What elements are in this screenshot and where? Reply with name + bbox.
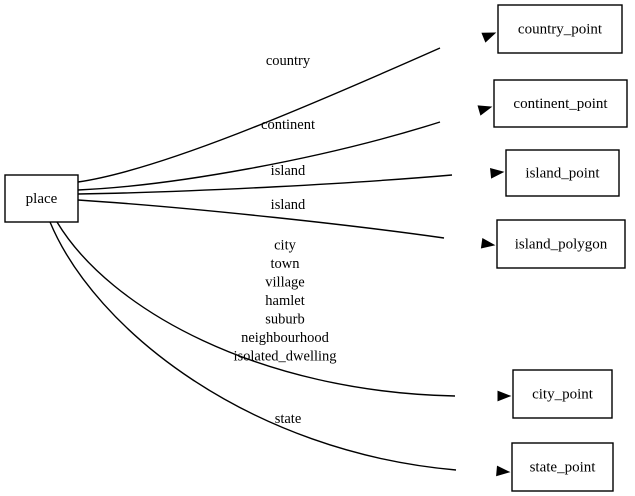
edge-label-line: isolated_dwelling	[233, 349, 336, 365]
edge-label-line: town	[271, 256, 301, 272]
edge-label-line: hamlet	[265, 293, 304, 309]
node-label: continent_point	[513, 96, 608, 112]
edge-label: country	[266, 53, 311, 69]
node-box[interactable]	[493, 79, 628, 128]
edge-place-to-continent_point	[77, 105, 493, 191]
arrow-head-icon	[480, 237, 496, 249]
node-island_point[interactable]: island_point	[505, 149, 620, 197]
node-label: island_polygon	[515, 236, 608, 252]
arrow-head-icon	[481, 32, 497, 43]
edge-label: island	[271, 163, 306, 179]
edge-label-line: suburb	[265, 312, 304, 328]
node-label: island_point	[525, 165, 600, 181]
arrow-head-icon	[490, 168, 505, 179]
node-box[interactable]	[505, 149, 620, 197]
edge-place-to-island_point	[77, 168, 505, 195]
node-box[interactable]	[512, 369, 613, 419]
node-island_polygon[interactable]: island_polygon	[496, 219, 626, 269]
edge-line	[77, 199, 445, 239]
node-country_point[interactable]: country_point	[497, 4, 623, 54]
node-state_point[interactable]: state_point	[511, 442, 614, 492]
node-box[interactable]	[496, 219, 626, 269]
edge-place-to-country_point	[77, 32, 497, 183]
node-place[interactable]: place	[4, 174, 79, 223]
node-continent_point[interactable]: continent_point	[493, 79, 628, 128]
node-city_point[interactable]: city_point	[512, 369, 613, 419]
node-label: country_point	[518, 21, 603, 37]
node-label: state_point	[530, 459, 597, 475]
node-box[interactable]	[4, 174, 79, 223]
node-label: city_point	[532, 386, 594, 402]
edge-line	[77, 121, 441, 191]
edge-label-line: neighbourhood	[241, 330, 330, 346]
edge-label-line: country	[266, 53, 311, 69]
edge-label: continent	[261, 117, 315, 133]
edge-label-line: continent	[261, 117, 315, 133]
edge-label-line: state	[275, 411, 302, 427]
node-label: place	[26, 191, 58, 207]
edge-line	[77, 47, 441, 183]
arrow-head-icon	[497, 390, 512, 402]
edge-label: island	[271, 197, 306, 213]
edge-label: state	[275, 411, 302, 427]
edge-label-line: city	[274, 238, 296, 254]
edge-line	[49, 221, 457, 471]
edge-line	[56, 221, 456, 397]
edge-label: city town village hamlet suburb neighbourhood…	[233, 238, 336, 365]
node-box[interactable]	[511, 442, 614, 492]
edge-place-to-island_polygon	[77, 199, 496, 249]
arrow-head-icon	[477, 105, 493, 116]
edge-place-to-city_point	[56, 221, 512, 402]
edge-label-line: island	[271, 163, 306, 179]
edge-label-line: village	[265, 275, 304, 291]
edge-line	[77, 174, 453, 195]
edge-label-line: island	[271, 197, 306, 213]
node-box[interactable]	[497, 4, 623, 54]
edge-place-to-state_point	[49, 221, 511, 477]
arrow-head-icon	[496, 465, 511, 477]
